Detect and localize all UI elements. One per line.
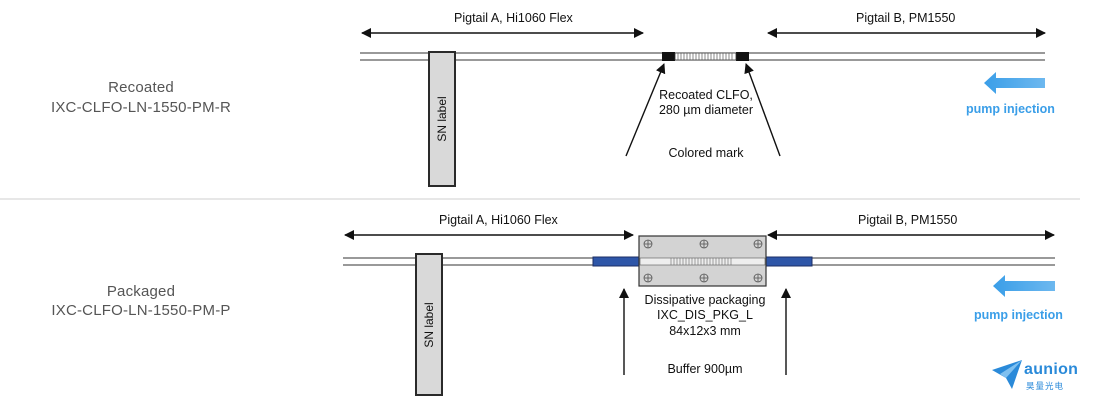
package-screws xyxy=(643,239,763,283)
package-line2: IXC_DIS_PKG_L xyxy=(657,308,753,322)
buffer-left xyxy=(592,256,640,267)
clfo-section xyxy=(674,52,737,61)
paper-plane-icon xyxy=(992,360,1022,389)
package-fiber-channel xyxy=(639,257,766,266)
sn-label-block: SN label xyxy=(415,253,443,396)
pigtail-b-label: Pigtail B, PM1550 xyxy=(856,11,956,25)
mark-pointer-left xyxy=(625,63,666,157)
sn-label-text: SN label xyxy=(435,96,449,142)
pump-injection-label: pump injection xyxy=(966,102,1055,116)
packaged-diagram xyxy=(343,230,1055,375)
package-grating xyxy=(670,258,732,265)
variant-code-packaged: IXC-CLFO-LN-1550-PM-P xyxy=(51,302,231,319)
pigtail-b-label: Pigtail B, PM1550 xyxy=(858,213,958,227)
colored-mark-note: Colored mark xyxy=(668,146,744,160)
sn-label-text: SN label xyxy=(422,301,436,348)
pump-injection-label: pump injection xyxy=(974,308,1063,322)
recoated-diagram xyxy=(360,28,1046,157)
pump-arrow-icon xyxy=(993,275,1055,297)
colored-mark-right xyxy=(736,52,749,61)
buffer-note: Buffer 900µm xyxy=(667,362,743,376)
colored-mark-left xyxy=(662,52,675,61)
pigtail-a-label: Pigtail A, Hi1060 Flex xyxy=(454,11,573,25)
pigtail-a-label: Pigtail A, Hi1060 Flex xyxy=(439,213,558,227)
variant-code-recoated: IXC-CLFO-LN-1550-PM-R xyxy=(50,99,232,116)
grating-hatch xyxy=(677,53,733,60)
logo-brand: aunion xyxy=(1024,361,1079,378)
sn-label-block: SN label xyxy=(428,51,456,187)
buffer-right xyxy=(765,256,813,267)
package-line3: 84x12x3 mm xyxy=(669,324,741,338)
mark-pointer-right xyxy=(744,63,781,157)
variant-name-packaged: Packaged xyxy=(106,283,176,300)
variant-name-recoated: Recoated xyxy=(108,79,174,96)
package-line1: Dissipative packaging xyxy=(644,293,766,307)
clfo-note-line1: Recoated CLFO, xyxy=(659,88,753,102)
pump-arrow-icon xyxy=(984,72,1045,94)
clfo-note-line2: 280 µm diameter xyxy=(658,103,754,117)
aunion-logo: aunion 昊量光电 xyxy=(990,360,1090,394)
logo-subtitle: 昊量光电 xyxy=(1026,381,1065,391)
